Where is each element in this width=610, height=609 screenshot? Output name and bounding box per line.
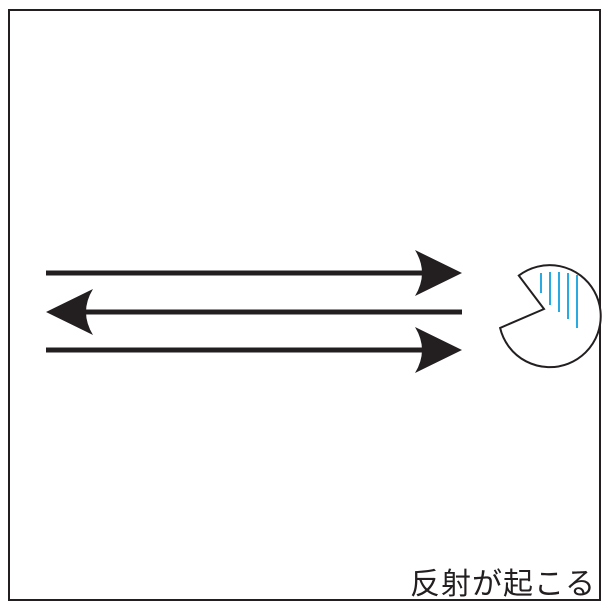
- notched-circle-icon: [498, 264, 602, 369]
- caption-text: 反射が起こる: [410, 567, 596, 602]
- arrow-right-top: [46, 250, 462, 296]
- arrow-right-bottom: [46, 327, 462, 373]
- hatching-lines: [540, 272, 578, 328]
- arrow-left-middle: [46, 289, 462, 335]
